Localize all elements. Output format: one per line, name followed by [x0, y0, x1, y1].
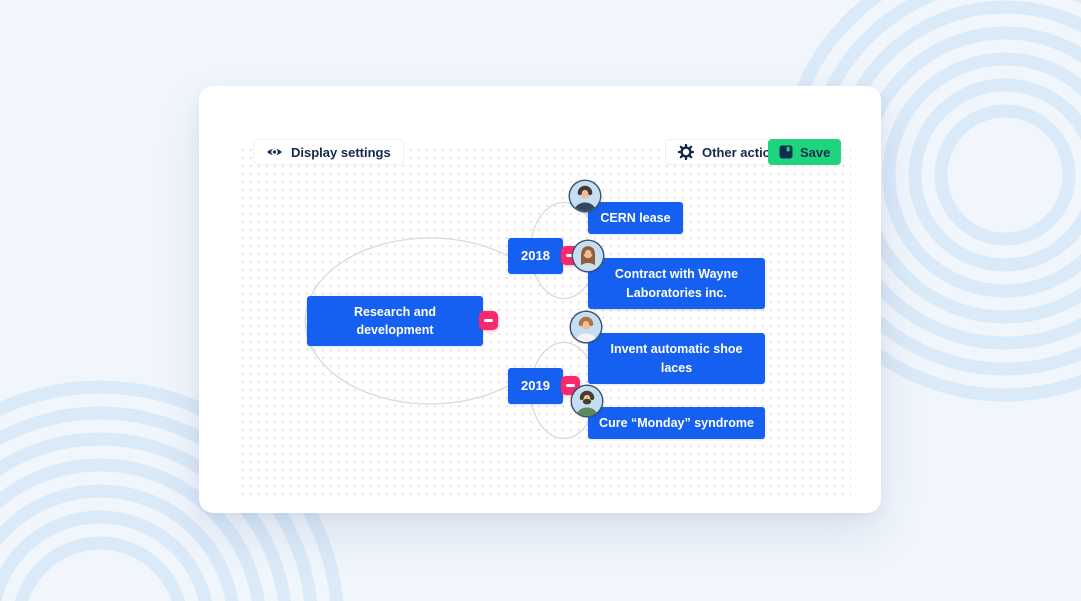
node-contract-wayne-laboratories[interactable]: Contract with Wayne Laboratories inc. [588, 258, 765, 309]
node-2019[interactable]: 2019 [508, 368, 563, 404]
node-label: Contract with Wayne Laboratories inc. [614, 267, 739, 300]
display-settings-button[interactable]: Display settings [253, 139, 404, 165]
node-label: 2018 [521, 247, 550, 263]
node-label: Research and development [354, 304, 436, 337]
save-button[interactable]: Save [768, 139, 842, 165]
node-label: CERN lease [600, 210, 671, 225]
minus-icon [484, 319, 493, 322]
collapse-button-root[interactable] [479, 311, 498, 330]
eye-icon [266, 145, 283, 159]
node-cure-monday-syndrome[interactable]: Cure “Monday” syndrome [588, 407, 765, 439]
display-settings-label: Display settings [291, 144, 391, 160]
node-invent-automatic-shoe-laces[interactable]: Invent automatic shoe laces [588, 333, 765, 384]
gear-icon [678, 144, 694, 160]
minus-icon [566, 384, 575, 387]
avatar-contract-wayne[interactable] [573, 241, 603, 271]
mindmap-panel: Display settings [199, 86, 881, 513]
node-label: Invent automatic shoe laces [610, 342, 743, 375]
floppy-disk-icon [779, 145, 793, 159]
avatar-invent-shoe-laces[interactable] [571, 312, 601, 342]
node-2018[interactable]: 2018 [508, 238, 563, 274]
save-label: Save [800, 144, 831, 160]
node-label: 2019 [521, 377, 550, 393]
avatar-cern-lease[interactable] [570, 181, 600, 211]
node-research-and-development[interactable]: Research and development [307, 296, 483, 346]
avatar-cure-monday[interactable] [572, 386, 602, 416]
node-label: Cure “Monday” syndrome [599, 415, 754, 430]
node-cern-lease[interactable]: CERN lease [588, 202, 683, 234]
other-actions-label: Other actions [702, 144, 786, 160]
